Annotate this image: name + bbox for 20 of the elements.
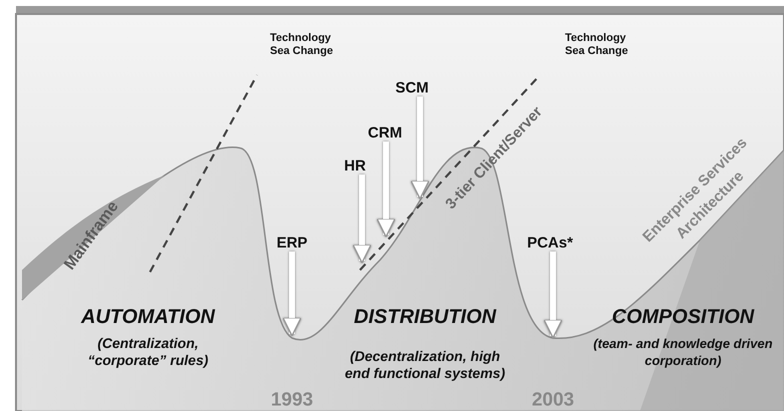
phase-description: (Centralization, “corporate” rules): [86, 335, 210, 369]
component-label: HR: [344, 158, 366, 174]
component-label: CRM: [368, 124, 402, 142]
year-label: 1993: [270, 390, 314, 410]
phase-heading: AUTOMATION: [81, 306, 215, 328]
block-arrow: [376, 142, 396, 238]
component-label: ERP: [276, 234, 308, 252]
block-arrow: [410, 96, 430, 200]
component-label: SCM: [395, 80, 429, 96]
component-label: PCAs*: [527, 234, 573, 252]
phase-description: (team- and knowledge driven corporation): [592, 335, 774, 369]
year-label: 2003: [532, 390, 574, 410]
block-arrow: [543, 252, 563, 339]
phase-description: (Decentralization, high end functional systems): [344, 348, 506, 382]
block-arrow: [282, 252, 302, 337]
phase-heading: DISTRIBUTION: [354, 306, 496, 328]
block-arrow: [352, 174, 372, 264]
phase-heading: COMPOSITION: [612, 306, 754, 328]
annotation-text: Technology Sea Change: [565, 32, 629, 58]
annotation-text: Technology Sea Change: [270, 32, 334, 58]
